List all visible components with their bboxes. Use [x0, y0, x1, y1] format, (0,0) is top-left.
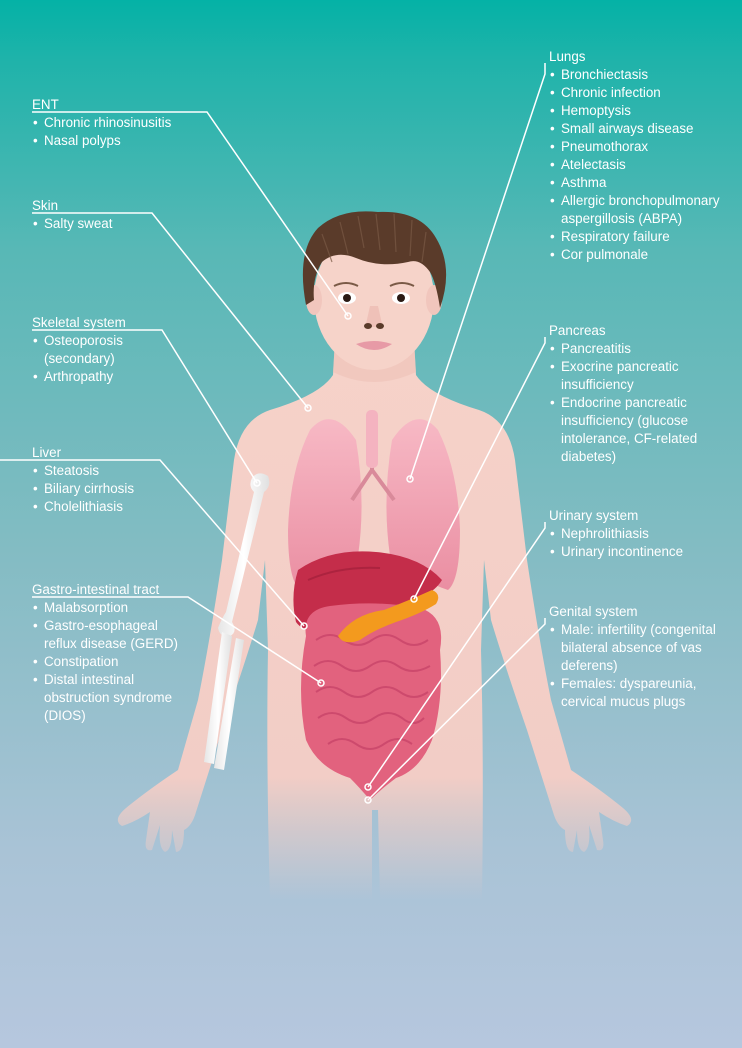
gi-list: Malabsorption Gastro-esophageal reflux d… — [32, 599, 192, 725]
genital-item: Male: infertility (congenital bilateral … — [549, 621, 734, 675]
skeletal-item: Arthropathy — [32, 368, 147, 386]
lungs-item: Atelectasis — [549, 156, 724, 174]
lungs-item: Chronic infection — [549, 84, 724, 102]
gi-group: Gastro-intestinal tract Malabsorption Ga… — [32, 581, 192, 725]
lungs-item: Asthma — [549, 174, 724, 192]
skeletal-list: Osteoporosis (secondary) Arthropathy — [32, 332, 147, 386]
ent-item: Nasal polyps — [32, 132, 232, 150]
genital-group: Genital system Male: infertility (congen… — [549, 603, 734, 711]
lungs-title: Lungs — [549, 48, 724, 66]
ent-item: Chronic rhinosinusitis — [32, 114, 232, 132]
lungs-item: Pneumothorax — [549, 138, 724, 156]
urinary-item: Urinary incontinence — [549, 543, 724, 561]
skin-group: Skin Salty sweat — [32, 197, 192, 233]
lungs-item: Bronchiectasis — [549, 66, 724, 84]
lungs-group: Lungs Bronchiectasis Chronic infection H… — [549, 48, 724, 264]
genital-list: Male: infertility (congenital bilateral … — [549, 621, 734, 711]
liver-list: Steatosis Biliary cirrhosis Cholelithias… — [32, 462, 192, 516]
liver-item: Biliary cirrhosis — [32, 480, 192, 498]
lungs-item: Small airways disease — [549, 120, 724, 138]
genital-item: Females: dyspareunia, cervical mucus plu… — [549, 675, 734, 711]
skin-title: Skin — [32, 197, 192, 215]
skeletal-item: Osteoporosis (secondary) — [32, 332, 147, 368]
urinary-list: Nephrolithiasis Urinary incontinence — [549, 525, 724, 561]
lungs-list: Bronchiectasis Chronic infection Hemopty… — [549, 66, 724, 264]
pancreas-title: Pancreas — [549, 322, 724, 340]
skin-list: Salty sweat — [32, 215, 192, 233]
lungs-item: Allergic bronchopulmonary aspergillosis … — [549, 192, 724, 228]
ent-title: ENT — [32, 96, 232, 114]
liver-group: Liver Steatosis Biliary cirrhosis Cholel… — [32, 444, 192, 516]
gi-item: Gastro-esophageal reflux disease (GERD) — [32, 617, 192, 653]
urinary-item: Nephrolithiasis — [549, 525, 724, 543]
skeletal-group: Skeletal system Osteoporosis (secondary)… — [32, 314, 147, 386]
lungs-item: Cor pulmonale — [549, 246, 724, 264]
liver-item: Cholelithiasis — [32, 498, 192, 516]
pancreas-group: Pancreas Pancreatitis Exocrine pancreati… — [549, 322, 724, 466]
ent-group: ENT Chronic rhinosinusitis Nasal polyps — [32, 96, 232, 150]
liver-item: Steatosis — [32, 462, 192, 480]
urinary-group: Urinary system Nephrolithiasis Urinary i… — [549, 507, 724, 561]
liver-title: Liver — [32, 444, 192, 462]
lungs-item: Respiratory failure — [549, 228, 724, 246]
pancreas-item: Endocrine pancreatic insufficiency (gluc… — [549, 394, 724, 466]
genital-title: Genital system — [549, 603, 734, 621]
urinary-title: Urinary system — [549, 507, 724, 525]
lungs-item: Hemoptysis — [549, 102, 724, 120]
pancreas-item: Exocrine pancreatic insufficiency — [549, 358, 724, 394]
pancreas-item: Pancreatitis — [549, 340, 724, 358]
pancreas-list: Pancreatitis Exocrine pancreatic insuffi… — [549, 340, 724, 466]
skin-item: Salty sweat — [32, 215, 192, 233]
gi-item: Malabsorption — [32, 599, 192, 617]
gi-title: Gastro-intestinal tract — [32, 581, 192, 599]
skeletal-title: Skeletal system — [32, 314, 147, 332]
ent-list: Chronic rhinosinusitis Nasal polyps — [32, 114, 232, 150]
gi-item: Constipation — [32, 653, 192, 671]
gi-item: Distal intestinal obstruction syndrome (… — [32, 671, 192, 725]
